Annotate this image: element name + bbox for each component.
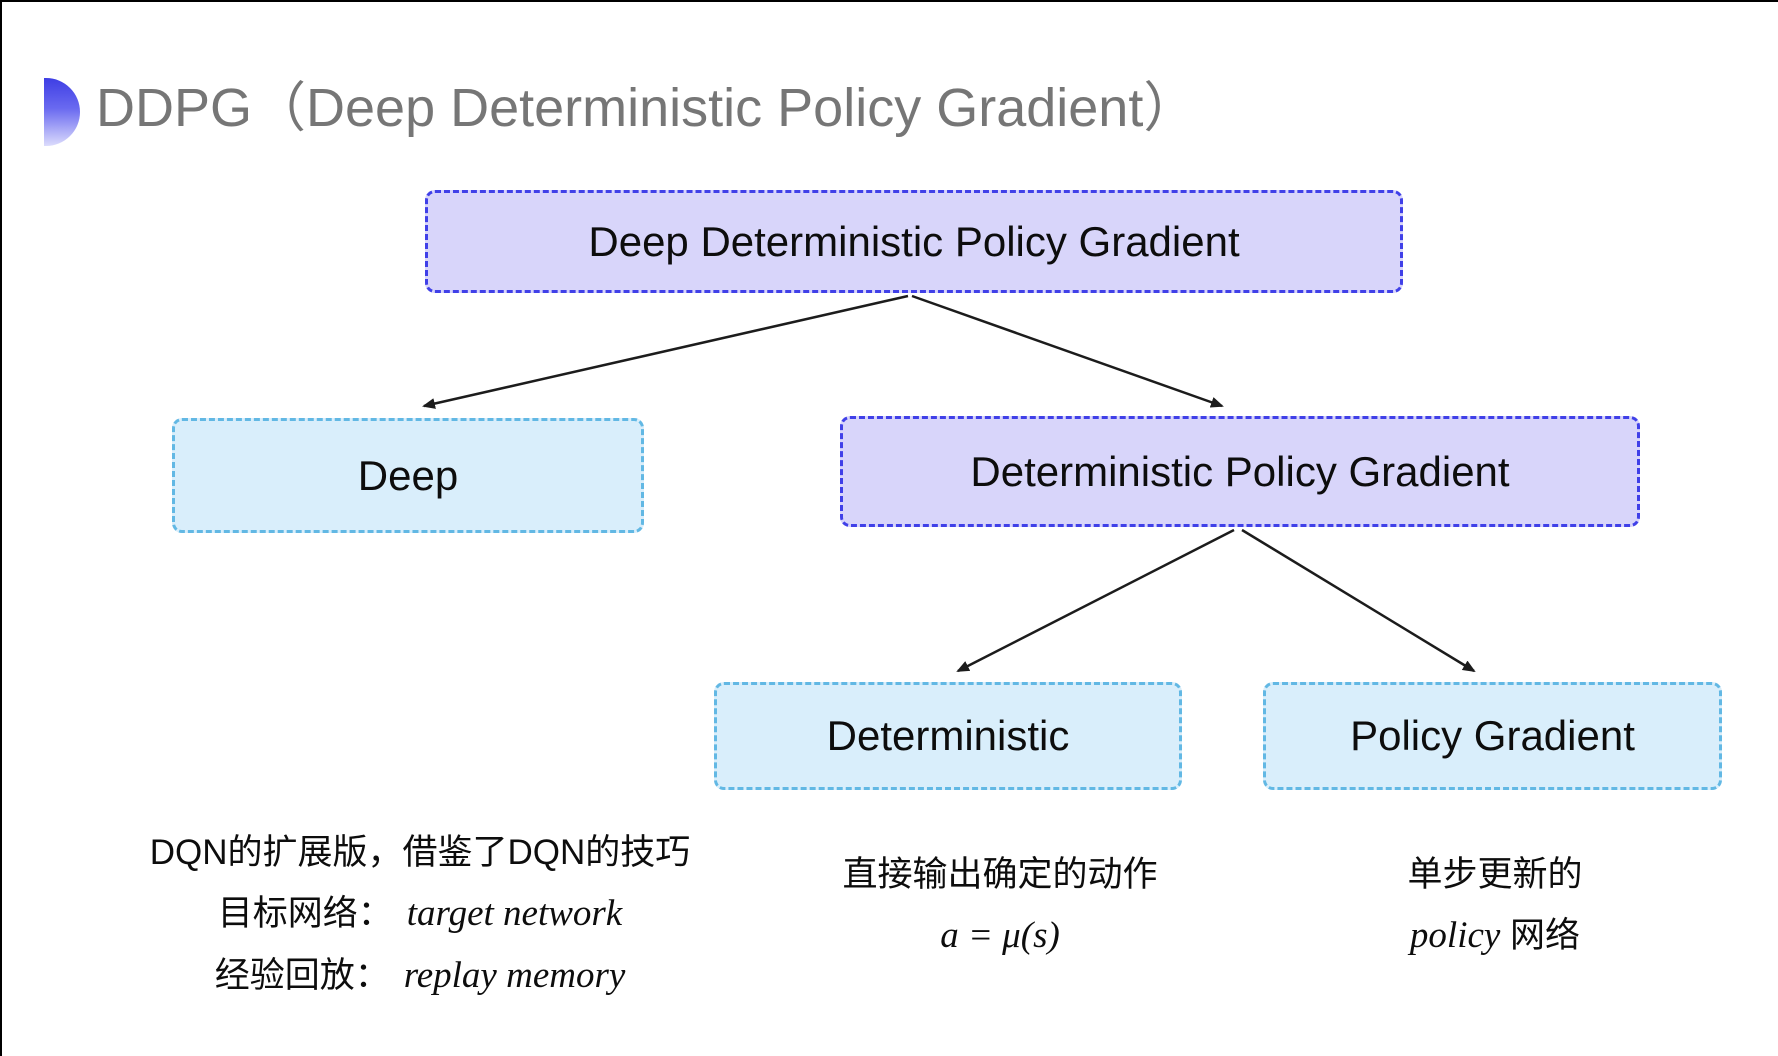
- arrow-ddpg-to-dpg: [911, 294, 1224, 408]
- title-row: DDPG（Deep Deterministic Policy Gradient）: [44, 72, 1197, 146]
- note-deep: DQN的扩展版，借鉴了DQN的技巧 目标网络： target network 经验…: [130, 824, 710, 1007]
- arrow-dpg-to-policy-gradient: [1241, 528, 1476, 673]
- node-deep: Deep: [172, 418, 644, 533]
- node-deterministic-policy-gradient-label: Deterministic Policy Gradient: [970, 447, 1510, 495]
- node-deterministic-label: Deterministic: [826, 712, 1070, 759]
- note-deterministic: 直接输出确定的动作 a = μ(s): [800, 846, 1200, 967]
- note-deep-replay-value: replay memory: [403, 954, 626, 996]
- note-policy-gradient-line1: 单步更新的: [1407, 855, 1583, 894]
- window-left-edge: [0, 0, 2, 1056]
- node-policy-gradient-label: Policy Gradient: [1350, 712, 1635, 759]
- node-deterministic: Deterministic: [714, 682, 1182, 790]
- note-deep-replay-label: 经验回放：: [214, 955, 390, 995]
- node-deep-label: Deep: [357, 451, 459, 499]
- note-deep-line1: DQN的扩展版，借鉴了DQN的技巧: [149, 833, 691, 872]
- node-ddpg-label: Deep Deterministic Policy Gradient: [588, 217, 1240, 265]
- note-deterministic-formula: a = μ(s): [940, 914, 1060, 956]
- note-policy-gradient-keyword: policy: [1409, 914, 1501, 956]
- note-policy-gradient-line2: policy 网络: [1320, 905, 1670, 967]
- note-policy-gradient: 单步更新的 policy 网络: [1320, 846, 1670, 967]
- window-top-edge: [0, 0, 1778, 2]
- arrow-dpg-to-deterministic: [956, 528, 1235, 673]
- note-deep-target-value: target network: [406, 892, 623, 934]
- node-deterministic-policy-gradient: Deterministic Policy Gradient: [840, 416, 1640, 527]
- arrow-ddpg-to-deep: [422, 294, 909, 409]
- note-policy-gradient-suffix: 网络: [1500, 915, 1581, 955]
- node-ddpg: Deep Deterministic Policy Gradient: [425, 190, 1403, 293]
- slide-title: DDPG（Deep Deterministic Policy Gradient）: [96, 78, 1198, 138]
- note-deep-target-label: 目标网络：: [217, 893, 393, 933]
- node-policy-gradient: Policy Gradient: [1263, 682, 1722, 790]
- note-deep-line3: 经验回放： replay memory: [130, 945, 710, 1007]
- note-deep-line2: 目标网络： target network: [130, 883, 710, 945]
- note-deterministic-line1: 直接输出确定的动作: [842, 855, 1158, 894]
